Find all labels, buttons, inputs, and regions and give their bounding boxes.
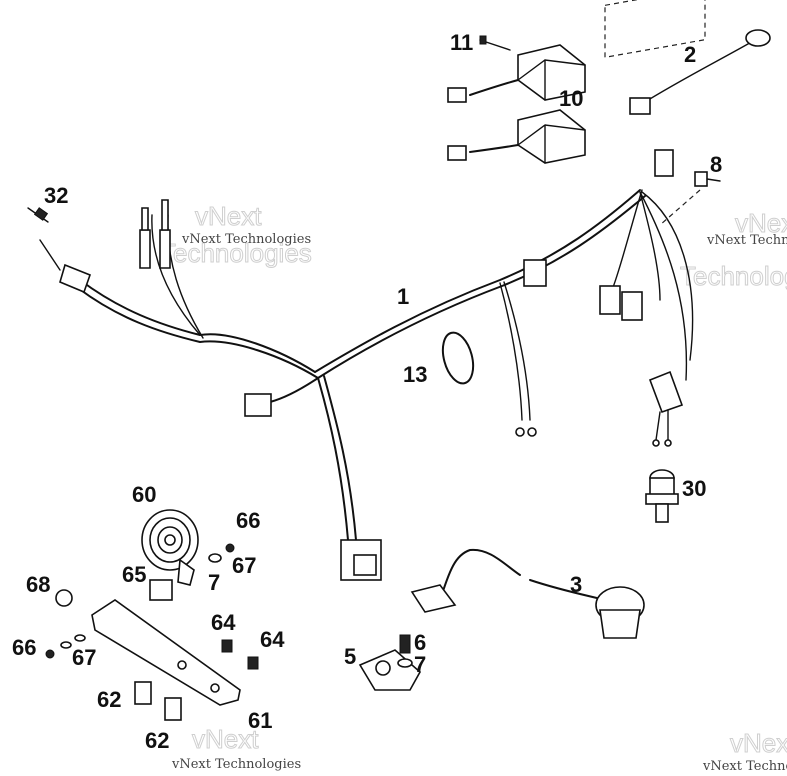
callout-6: 6 <box>414 630 426 655</box>
part-61-bracket <box>91 599 241 706</box>
callout-62-a: 62 <box>97 687 121 712</box>
callout-66-a: 66 <box>236 508 260 533</box>
watermark-big-bottom: vNext <box>192 724 259 754</box>
watermark-big-2: Technologies <box>160 238 312 268</box>
part-30-pressure-switch <box>645 469 679 523</box>
watermark-big-bottom-right: vNext <box>730 728 787 758</box>
callout-64-b: 64 <box>260 627 285 652</box>
callout-7-bracket: 7 <box>414 652 426 677</box>
callout-10: 10 <box>559 86 583 111</box>
callout-11: 11 <box>450 30 473 55</box>
watermark-text-right: vNext Technolog <box>706 233 787 248</box>
connector-mid <box>523 259 547 287</box>
part-5-bracket <box>358 634 422 691</box>
part-13-cable-tie <box>441 331 475 385</box>
callout-8: 8 <box>710 152 722 177</box>
callout-61: 61 <box>248 708 272 733</box>
callout-64-a: 64 <box>211 610 236 635</box>
watermark-text-bottom-right: vNext Technolog <box>702 759 787 774</box>
watermark-text-bottom: vNext Technologies <box>171 757 301 772</box>
part-2-sensor <box>604 0 771 115</box>
watermark-big-right-2: Technologies <box>680 261 787 291</box>
callout-7-horn: 7 <box>208 570 220 595</box>
watermark-big-1: vNext <box>195 201 262 231</box>
watermark-group: vNext Technologies vNext Technologies vN… <box>160 201 787 775</box>
connector-top <box>654 149 674 177</box>
connector-right-b <box>621 291 643 321</box>
part-8-screw <box>659 171 721 226</box>
connector-boot <box>648 370 684 414</box>
callout-13: 13 <box>403 362 427 387</box>
parts-65-68-hardware <box>45 543 259 670</box>
callout-3: 3 <box>570 572 582 597</box>
callout-67-b: 67 <box>72 645 96 670</box>
callout-2: 2 <box>684 42 696 67</box>
watermark-text-center: vNext Technologies <box>181 232 311 247</box>
connector-left <box>244 393 272 417</box>
part-10-11-relays <box>447 35 586 164</box>
harness-connectors <box>39 149 684 581</box>
part-60-horn <box>141 509 199 586</box>
callout-60: 60 <box>132 482 156 507</box>
callout-62-b: 62 <box>145 728 169 753</box>
relay-lower <box>517 109 586 164</box>
watermark-big-right: vNext <box>735 208 787 238</box>
callout-5: 5 <box>344 644 356 669</box>
connector-bottom-face <box>353 554 377 576</box>
part-32-sensor <box>27 207 49 223</box>
callout-68: 68 <box>26 572 50 597</box>
callout-32: 32 <box>44 183 68 208</box>
callout-30: 30 <box>682 476 706 501</box>
part-62-clips <box>134 681 182 721</box>
callout-67-a: 67 <box>232 553 256 578</box>
callout-labels: 1 2 3 5 6 7 7 8 10 11 13 30 32 60 61 62 … <box>12 30 722 753</box>
callout-66-b: 66 <box>12 635 36 660</box>
callout-65: 65 <box>122 562 146 587</box>
connector-right-a <box>599 285 621 315</box>
part-3-switch <box>410 548 645 639</box>
callout-1: 1 <box>397 284 409 309</box>
